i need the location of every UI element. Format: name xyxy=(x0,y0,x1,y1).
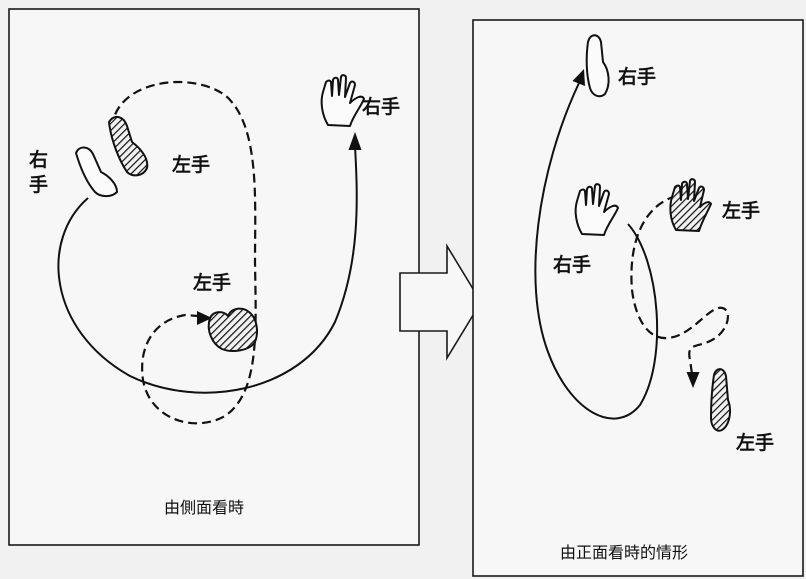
front-view-caption: 由正面看時的情形 xyxy=(560,543,688,562)
side-view-right-blade-hand-icon xyxy=(75,146,118,198)
front-view-left-vertical-hand-icon xyxy=(710,368,731,432)
front-view-label-left-hand-lower: 左手 xyxy=(736,431,774,454)
side-view-left-fist-icon xyxy=(207,307,258,352)
front-view-right-open-hand-icon xyxy=(574,183,619,236)
side-view-label-left-hand-upper: 左手 xyxy=(172,153,210,176)
side-view-label-right-hand-top: 右手 xyxy=(361,95,400,118)
block-arrow-right-icon xyxy=(399,243,482,361)
side-view-label-left-hand-lower: 左手 xyxy=(193,271,231,294)
front-view-left-hand-path xyxy=(630,194,729,375)
front-view-right-hand-arrowhead xyxy=(572,69,585,86)
side-view-right-hand-arrowhead xyxy=(348,132,362,150)
side-view-left-blade-hand-icon xyxy=(108,115,149,177)
front-view-panel xyxy=(472,19,804,577)
front-view-right-hand-path xyxy=(534,82,659,420)
side-view-label-right-vertical-bottom: 手 xyxy=(29,173,48,196)
front-view-left-open-hand-icon xyxy=(669,178,712,232)
side-view-label-right-vertical-top: 右 xyxy=(28,148,48,171)
front-view-left-hand-arrowhead xyxy=(686,372,700,388)
side-view-left-hand-arrowhead xyxy=(197,311,212,325)
front-view-label-right-hand-top: 右手 xyxy=(617,65,656,88)
front-view-right-vertical-hand-icon xyxy=(585,34,610,98)
side-view-caption: 由側面看時 xyxy=(164,498,244,517)
side-view-right-hand-path xyxy=(57,145,358,394)
front-view-label-left-hand-upper: 左手 xyxy=(722,199,760,222)
front-view-label-right-hand-middle: 右手 xyxy=(552,253,591,276)
side-view-right-open-hand-icon xyxy=(320,74,365,127)
